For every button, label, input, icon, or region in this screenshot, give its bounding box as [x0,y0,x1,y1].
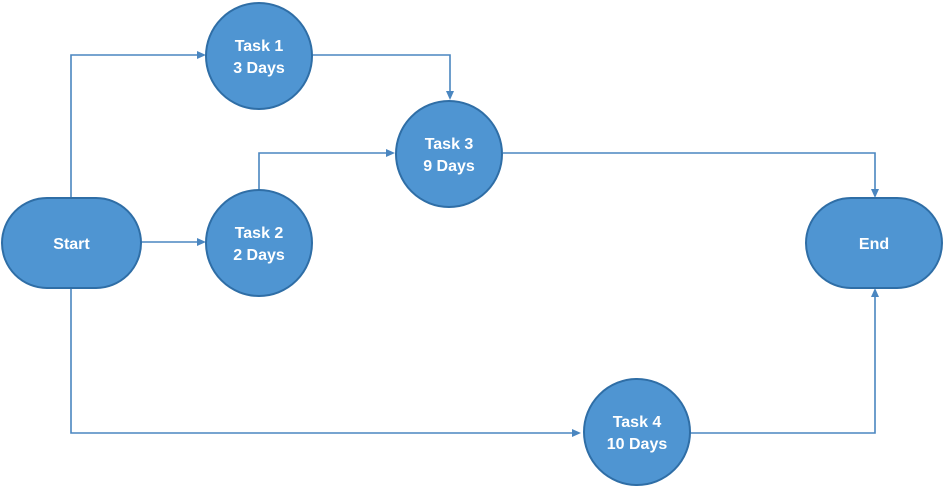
node-task4-name: Task 4 [613,414,662,431]
edge-task2-task3 [258,149,395,190]
node-task1-name: Task 1 [235,38,284,55]
node-task3-duration: 9 Days [423,158,475,175]
edge-start-task4 [70,288,581,437]
node-task2-name: Task 2 [235,225,284,242]
node-end-label: End [859,236,889,253]
edge-task3-end [503,152,879,198]
node-task4[interactable]: Task 4 10 Days [583,378,691,486]
node-task4-duration: 10 Days [607,436,668,453]
edge-start-task1 [70,51,206,198]
node-task2-shape [205,189,313,297]
node-start-shape [1,197,142,289]
node-task4-shape [583,378,691,486]
node-task3-shape [395,100,503,208]
edges [70,51,879,437]
node-task1[interactable]: Task 1 3 Days [205,2,313,110]
edge-start-task2 [141,238,206,246]
node-start-label: Start [53,236,90,253]
edge-task4-end [690,288,879,434]
node-end[interactable]: End [805,197,943,289]
edge-task1-task3 [311,54,454,100]
node-end-shape [805,197,943,289]
node-task3-name: Task 3 [425,136,474,153]
node-task1-duration: 3 Days [233,60,285,77]
node-start[interactable]: Start [1,197,142,289]
node-task2-duration: 2 Days [233,247,285,264]
node-task1-shape [205,2,313,110]
node-task2[interactable]: Task 2 2 Days [205,189,313,297]
node-task3[interactable]: Task 3 9 Days [395,100,503,208]
